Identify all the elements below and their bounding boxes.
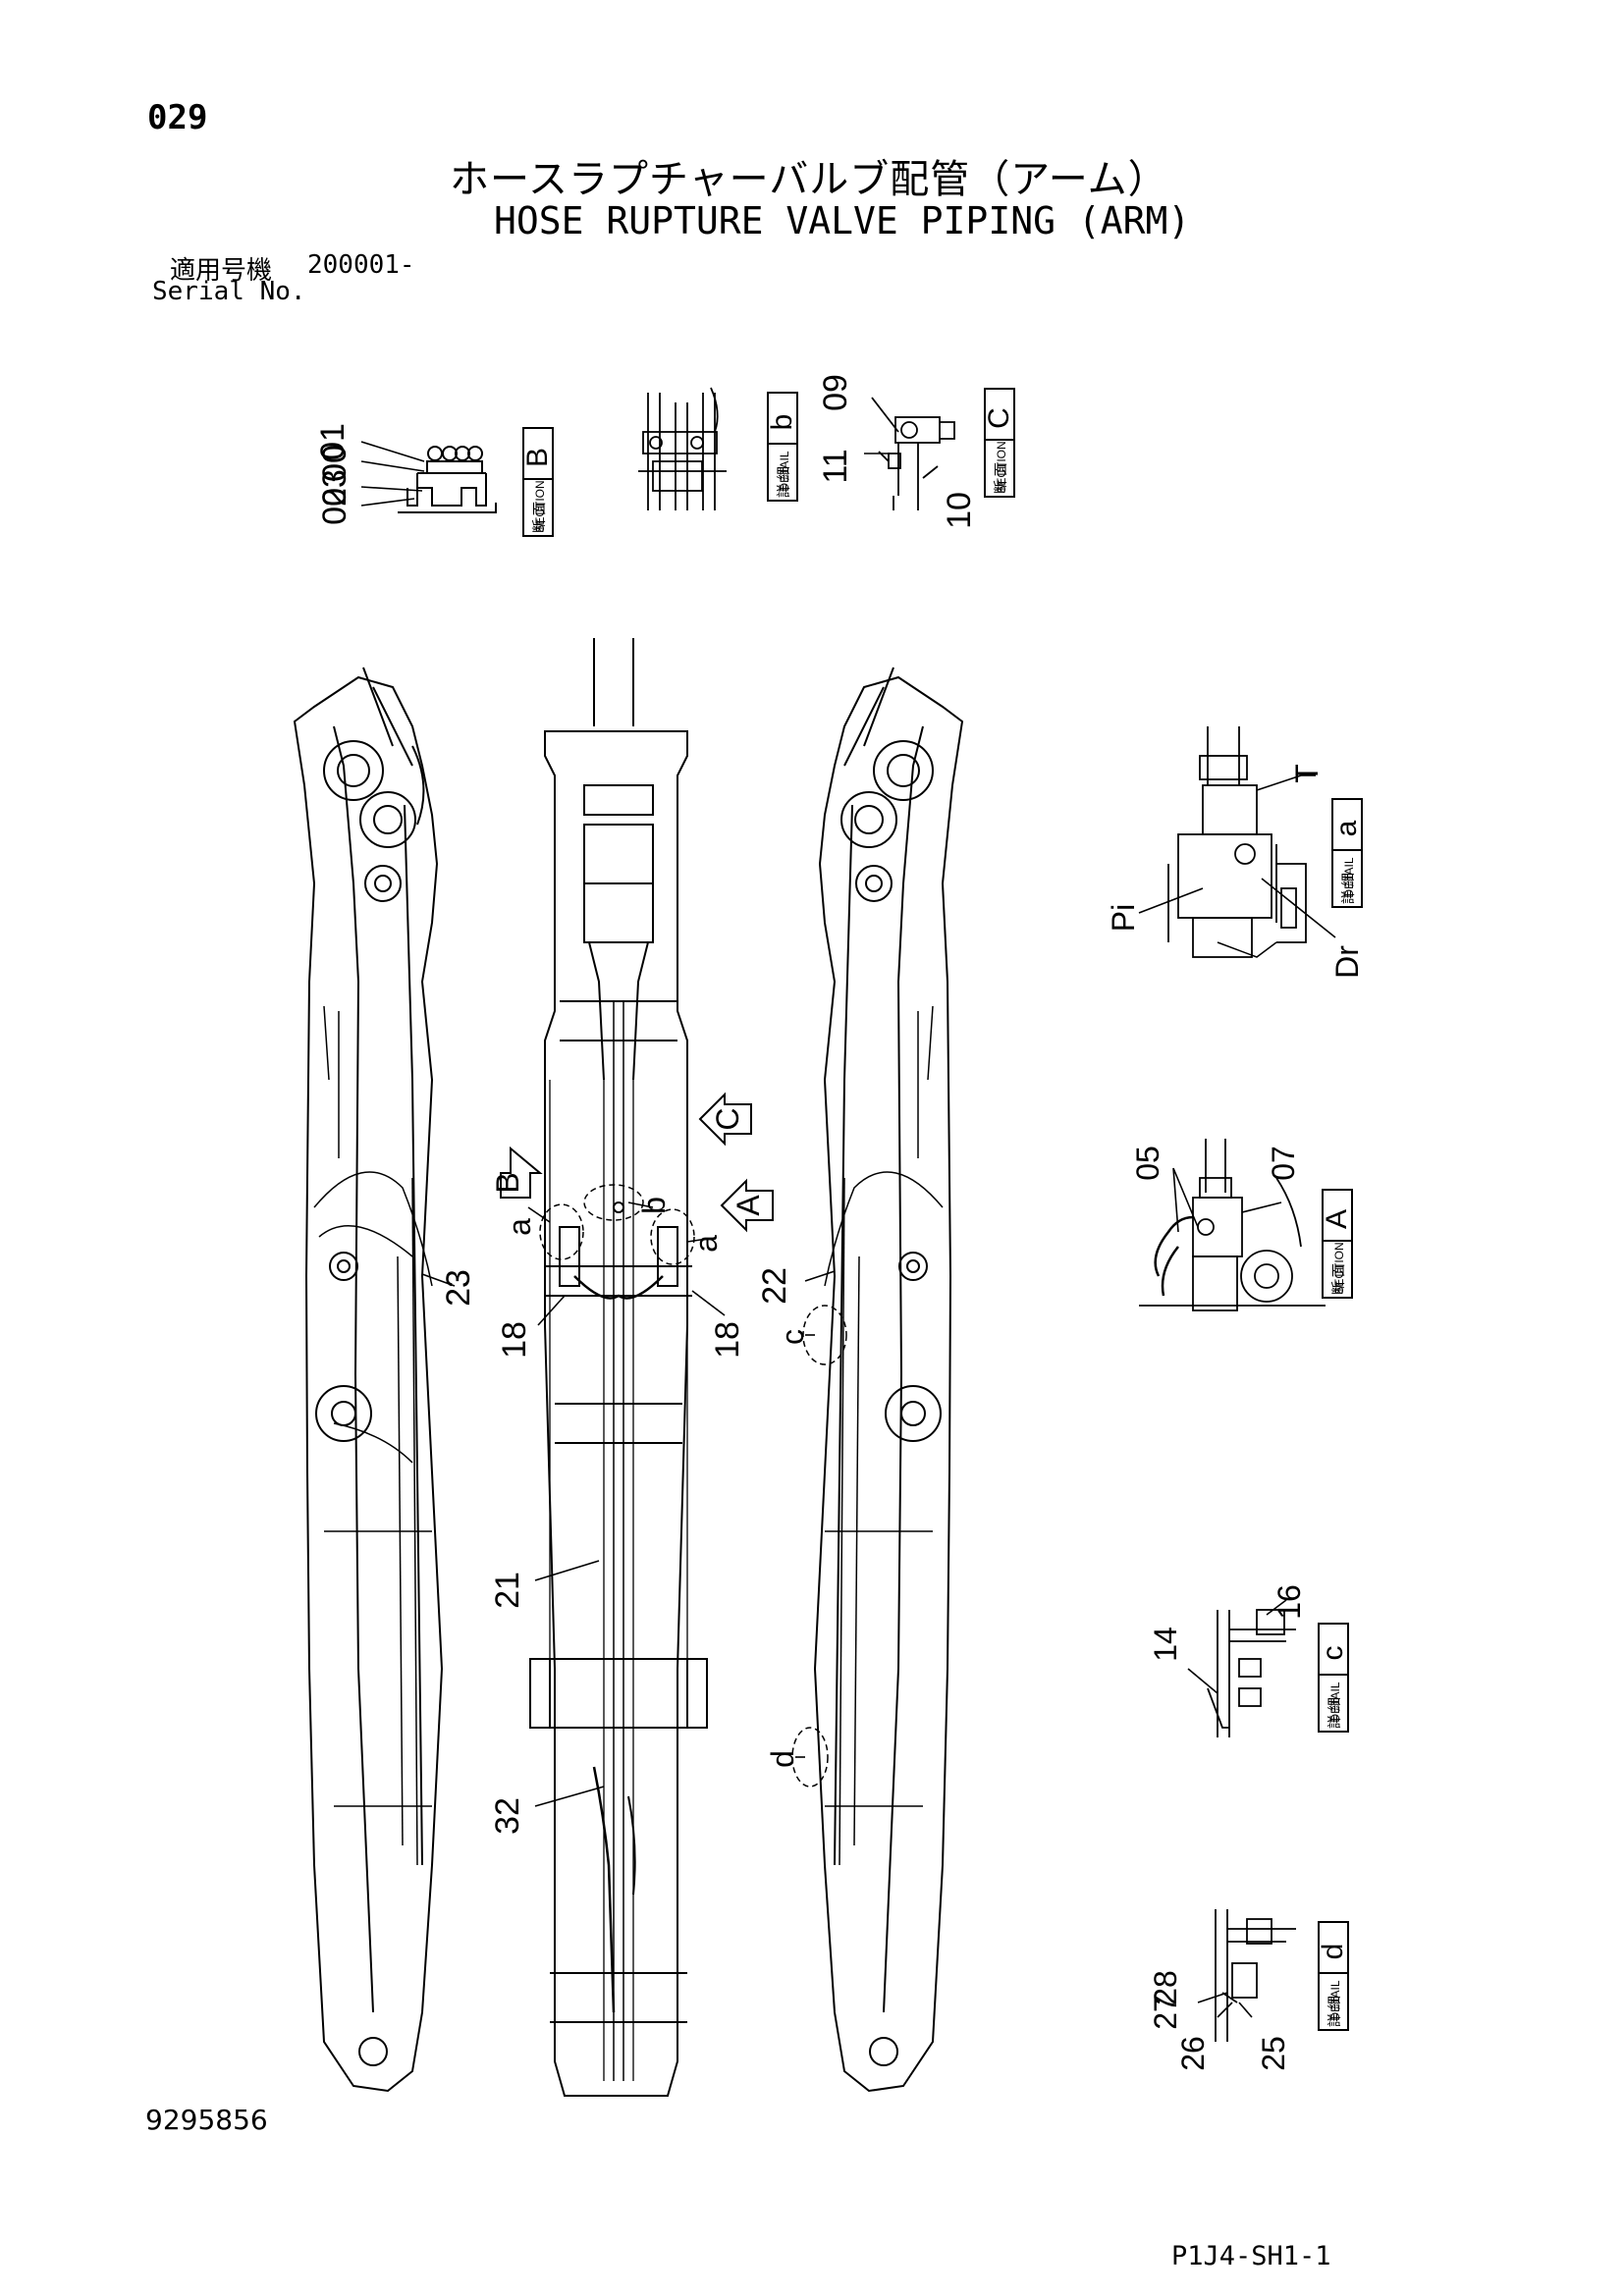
view-arrow-letter-A: A bbox=[731, 1195, 766, 1216]
view-arrow-A bbox=[720, 1178, 774, 1233]
badge-jp-a: 詳 細 bbox=[1340, 873, 1356, 904]
callout-Pi: Pi bbox=[1106, 904, 1141, 932]
badge-detail-en: DETAIL bbox=[1328, 1682, 1342, 1722]
badge-jp-c: 詳 細 bbox=[1326, 1697, 1342, 1729]
view-arrow-letter-B: B bbox=[490, 1172, 525, 1193]
arm-right-side-view bbox=[791, 667, 964, 2093]
callout-14: 14 bbox=[1148, 1627, 1183, 1662]
callout-21: 21 bbox=[489, 1572, 526, 1609]
callout-16: 16 bbox=[1272, 1584, 1307, 1620]
badge-detail-en: DETAIL bbox=[1342, 857, 1356, 897]
arm-left-side-view bbox=[293, 667, 444, 2093]
view-detail-a: T Pi Dr a DETAIL bbox=[1106, 726, 1365, 979]
view-letter: C bbox=[983, 407, 1015, 429]
marker-d: d bbox=[765, 1750, 800, 1768]
callout-25: 25 bbox=[1256, 2036, 1291, 2071]
badge-jp-d: 詳 細 bbox=[1326, 1996, 1342, 2027]
page-number: 029 bbox=[147, 98, 208, 137]
view-letter: d bbox=[1317, 1944, 1349, 1960]
view-letter: c bbox=[1317, 1646, 1349, 1661]
badge-jp-B: 断 面 bbox=[531, 502, 547, 533]
view-letter: A bbox=[1321, 1209, 1353, 1229]
arm-center-top-view bbox=[529, 638, 708, 2097]
marker-b: b bbox=[636, 1197, 672, 1214]
view-letter: B bbox=[521, 448, 554, 467]
view-section-A: 05 07 A SECTION bbox=[1130, 1139, 1353, 1311]
callout-T: T bbox=[1289, 764, 1325, 783]
view-letter: b bbox=[766, 414, 798, 431]
callout-23: 23 bbox=[440, 1269, 477, 1307]
drawing-number: 9295856 bbox=[145, 2104, 268, 2136]
badge-jp-labels: 断 面 詳 細 断 面 詳 細 断 面 詳 細 詳 細 bbox=[531, 462, 1356, 2027]
callout-07: 07 bbox=[1266, 1146, 1301, 1181]
view-letter: a bbox=[1330, 820, 1363, 836]
callout-Dr: Dr bbox=[1329, 945, 1365, 979]
callout-18-left: 18 bbox=[496, 1321, 533, 1359]
marker-a-right: a bbox=[688, 1235, 724, 1253]
page-title-english: HOSE RUPTURE VALVE PIPING (ARM) bbox=[494, 199, 1191, 242]
badge-detail-en: DETAIL bbox=[1328, 1980, 1342, 2020]
callout-11: 11 bbox=[817, 449, 854, 483]
callout-00: 00 bbox=[316, 445, 353, 482]
marker-a-left: a bbox=[502, 1218, 537, 1236]
callout-09: 09 bbox=[817, 374, 854, 411]
callout-27: 27 bbox=[1148, 1995, 1183, 2030]
view-arrow-C bbox=[698, 1092, 752, 1147]
view-detail-b: b DETAIL bbox=[638, 387, 798, 510]
callout-26: 26 bbox=[1175, 2036, 1211, 2071]
badge-section-en: SECTION bbox=[533, 480, 547, 532]
callout-10: 10 bbox=[941, 492, 978, 529]
badge-section-en: SECTION bbox=[995, 441, 1008, 493]
callout-18-right: 18 bbox=[709, 1321, 746, 1359]
sheet-code: P1J4-SH1-1 bbox=[1171, 2241, 1331, 2271]
badge-jp-b: 詳 細 bbox=[776, 466, 791, 498]
view-section-B: 01 00 03 02 B SECTION bbox=[314, 423, 554, 537]
callout-32: 32 bbox=[489, 1797, 526, 1835]
callout-22: 22 bbox=[756, 1267, 793, 1305]
marker-c: c bbox=[775, 1329, 810, 1345]
view-detail-d: 28 27 26 25 d DETAIL bbox=[1148, 1909, 1349, 2071]
badge-jp-C: 断 面 bbox=[993, 462, 1008, 494]
serial-number-value: 200001- bbox=[307, 250, 415, 280]
badge-detail-en: DETAIL bbox=[778, 451, 791, 491]
serial-label-english: Serial No. bbox=[152, 277, 306, 306]
view-detail-c: 14 16 c DETAIL bbox=[1148, 1584, 1349, 1737]
view-arrow-letter-C: C bbox=[710, 1107, 745, 1130]
view-arrow-B bbox=[500, 1146, 543, 1199]
serial-label-japanese: 適用号機 bbox=[170, 256, 273, 286]
callout-01: 01 bbox=[314, 423, 352, 460]
callout-02: 02 bbox=[316, 488, 353, 525]
page-title-japanese: ホースラプチャーバルブ配管（アーム） bbox=[450, 157, 1168, 202]
callout-28: 28 bbox=[1148, 1970, 1183, 2005]
callout-03: 03 bbox=[316, 469, 353, 507]
view-section-C: 09 11 10 C SECTION bbox=[817, 374, 1015, 529]
callout-05: 05 bbox=[1130, 1146, 1165, 1181]
badge-section-en: SECTION bbox=[1332, 1242, 1346, 1294]
badge-jp-A: 断 面 bbox=[1330, 1263, 1346, 1295]
